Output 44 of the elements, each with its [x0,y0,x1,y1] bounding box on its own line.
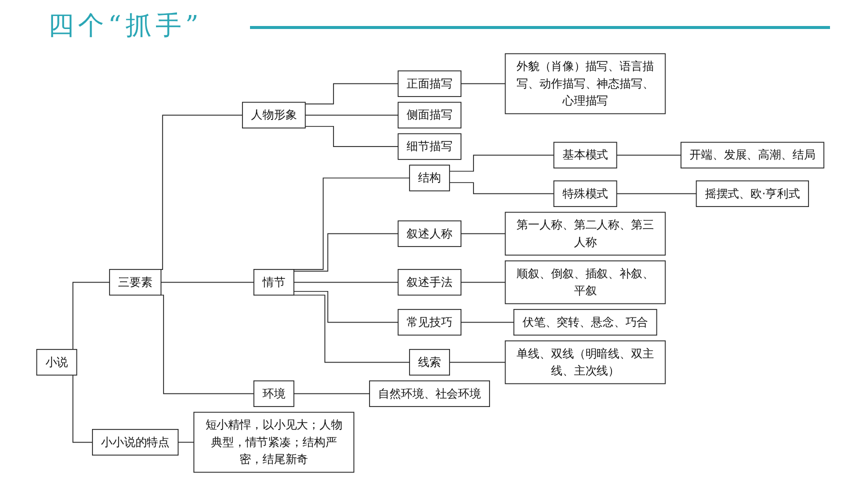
connector [616,193,696,194]
node-box: 正面描写 [397,70,462,97]
connector [460,282,506,283]
connector [160,282,254,283]
connector [304,114,398,116]
node-box: 摇摆式、欧·亨利式 [696,180,809,207]
node-box: 顺叙、倒叙、插叙、补叙、平叙 [504,260,666,304]
node-box: 环境 [253,380,294,407]
node-box: 单线、双线（明暗线、双主线、主次线） [504,340,666,384]
node-box: 短小精悍，以小见大；人物典型，情节紧凑；结构严密，结尾新奇 [193,412,354,473]
node-box: 伏笔、突转、悬念、巧合 [513,309,657,336]
node-box: 自然环境、社会环境 [368,380,490,407]
connector [293,393,370,394]
node-box: 开端、发展、高潮、结局 [680,142,824,168]
node-box: 叙述人称 [397,220,462,247]
node-box: 侧面描写 [397,102,462,128]
node-box: 特殊模式 [553,180,617,207]
connector [460,322,514,323]
node-box: 第一人称、第二人称、第三人称 [504,212,666,256]
connector [448,154,554,172]
connector [177,442,194,443]
connector [293,233,398,272]
connector [293,282,398,283]
node-box: 小小说的特点 [92,428,178,456]
connector [304,126,398,147]
node-box: 小说 [36,349,77,376]
node-box: 常见技巧 [397,309,462,336]
connector [460,233,506,234]
node-box: 人物形象 [242,102,306,128]
connector [304,83,398,104]
connector [460,83,506,84]
connector [616,154,682,156]
connector [448,182,554,194]
node-box: 叙述手法 [397,269,462,296]
connector [448,362,506,363]
connector [293,290,398,323]
node-box: 情节 [253,269,294,296]
node-box: 线索 [408,349,450,376]
node-box: 基本模式 [553,142,617,168]
node-box: 外貌（肖像）描写、语言描写、动作描写、神态描写、心理描写 [504,53,666,114]
page-title: 四个“抓手” [48,10,203,43]
node-box: 结构 [408,164,450,192]
node-box: 三要素 [108,269,162,296]
node-box: 细节描写 [397,133,462,160]
